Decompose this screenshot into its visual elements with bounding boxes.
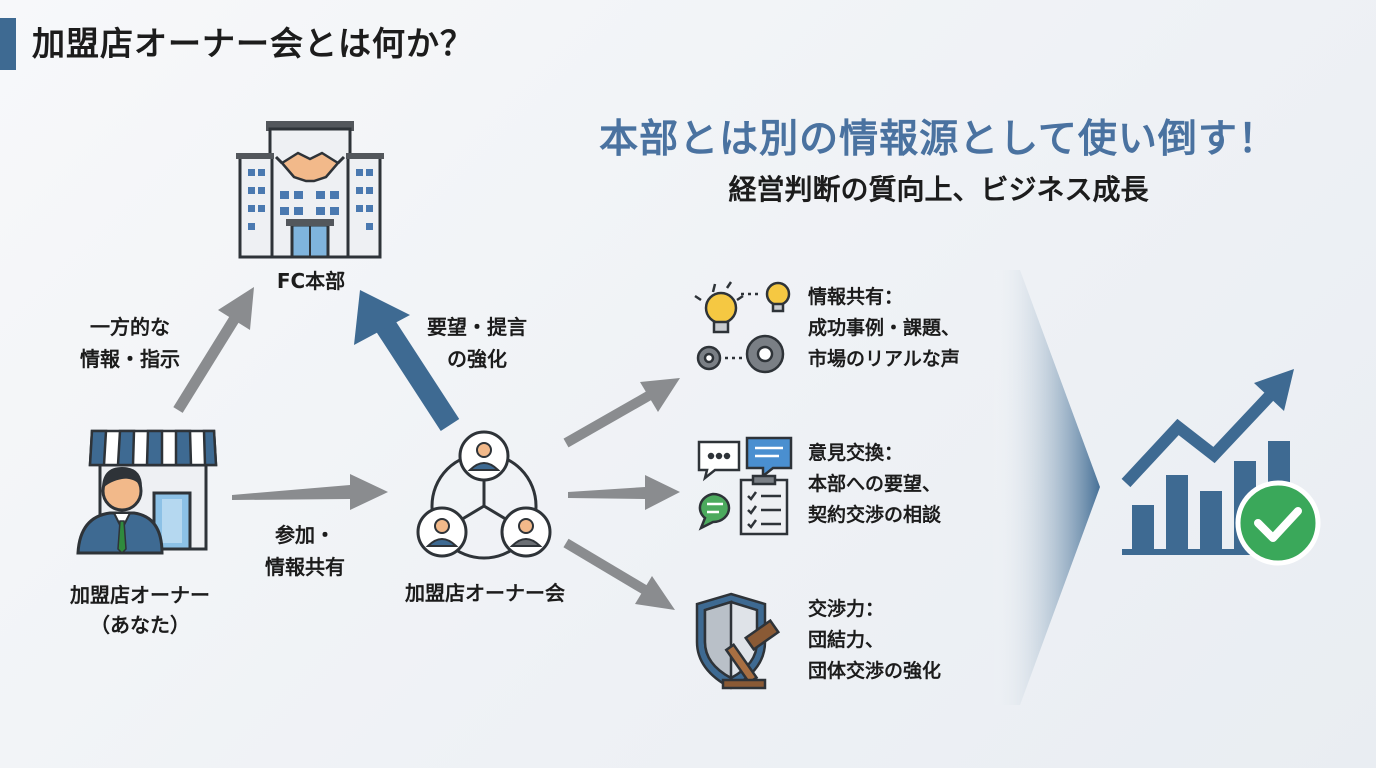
building-icon [236,121,384,259]
benefit-3-line-2: 団体交渉の強化 [808,660,942,682]
edge-one-way-line-1: 一方的な [90,315,170,339]
benefit-3-line-1: 団結力、 [808,629,885,651]
title-accent-bar [0,18,16,70]
growth-chart-icon [1121,369,1321,566]
owner-shop-icon [76,429,218,555]
arrow-association-to-hq [354,290,460,431]
chat-clipboard-icon [697,436,793,536]
association-label: 加盟店オーナー会 [405,581,565,605]
arrow-to-benefit-2 [568,475,680,510]
edge-one-way-line-2: 情報・指示 [80,347,180,371]
funnel-chevron [990,270,1100,705]
check-circle [1235,480,1321,566]
shield-gavel-icon [695,592,781,690]
benefit-3-title: 交渉力： [808,598,885,620]
lightbulb-gears-icon [694,281,791,374]
page-title: 加盟店オーナー会とは何か？ [32,24,474,63]
arrow-owner-to-association [232,474,388,510]
hq-label: FC本部 [276,269,346,293]
benefit-1-line-2: 市場のリアルな声 [808,348,960,370]
owner-label-line-1: 加盟店オーナー [70,583,210,607]
edge-participation-line-1: 参加・ [275,523,335,547]
benefit-2-line-1: 本部への要望、 [808,473,942,495]
edge-demands-line-1: 要望・提言 [427,315,527,339]
benefit-1-line-1: 成功事例・課題、 [808,317,961,339]
benefit-2-title: 意見交換： [808,442,904,464]
arrow-to-benefit-1 [563,378,680,448]
arrow-owner-to-hq [173,287,254,413]
network-icon [416,430,552,560]
subheadline: 経営判断の質向上、ビジネス成長 [728,173,1149,206]
headline: 本部とは別の情報源として使い倒す！ [599,117,1278,162]
benefit-2-line-2: 契約交渉の相談 [808,504,942,526]
benefit-1-title: 情報共有： [808,286,904,308]
owner-label-line-2: （あなた） [90,613,190,637]
edge-demands-line-2: の強化 [447,347,507,371]
arrow-to-benefit-3 [563,538,675,610]
edge-participation-line-2: 情報共有 [265,555,345,579]
